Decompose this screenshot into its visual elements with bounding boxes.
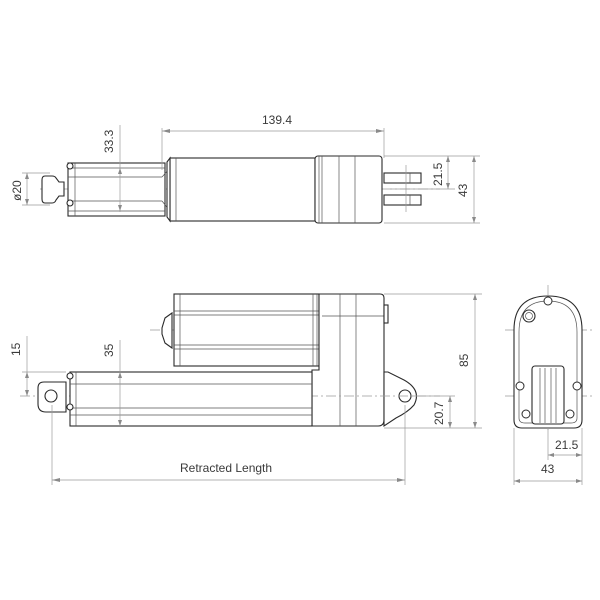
dim-rod-diameter: ø20 [10, 180, 24, 201]
connector-pin-bottom [383, 194, 422, 206]
dim-rod-end-height: 33.3 [102, 129, 116, 153]
motor-cylinder [173, 293, 320, 367]
rod-end-knob [41, 175, 65, 204]
end-housing [513, 295, 583, 429]
motor-end-cap [161, 311, 173, 350]
top-view: 139.4 33.3 ø20 21.5 43 [10, 113, 480, 224]
gearbox [311, 293, 385, 427]
dim-rear-mount-height: 20.7 [432, 401, 446, 425]
dim-end-width: 43 [541, 462, 555, 476]
dim-housing-height: 43 [456, 183, 470, 197]
top-inner-tube [67, 162, 166, 217]
dim-end-half-width: 21.5 [555, 438, 579, 452]
top-main-cylinder [169, 157, 316, 222]
dim-connector-offset: 21.5 [431, 162, 445, 186]
dim-body-length: 139.4 [262, 113, 292, 127]
end-view: 21.5 43 [505, 285, 595, 485]
dim-rod-eye-offset: 15 [9, 342, 23, 356]
dim-overall-height: 85 [457, 353, 471, 367]
dim-tube-height: 35 [102, 343, 116, 357]
top-gear-housing [314, 155, 383, 224]
retracted-length-label: Retracted Length [180, 461, 272, 475]
side-view: 15 35 85 20.7 Retracted Length [9, 293, 482, 485]
end-gear-slot [531, 365, 565, 425]
connector-pin-top [383, 172, 422, 184]
outer-tube [69, 371, 313, 427]
screw-icons [515, 296, 582, 419]
rod-eye-hole [44, 389, 58, 403]
